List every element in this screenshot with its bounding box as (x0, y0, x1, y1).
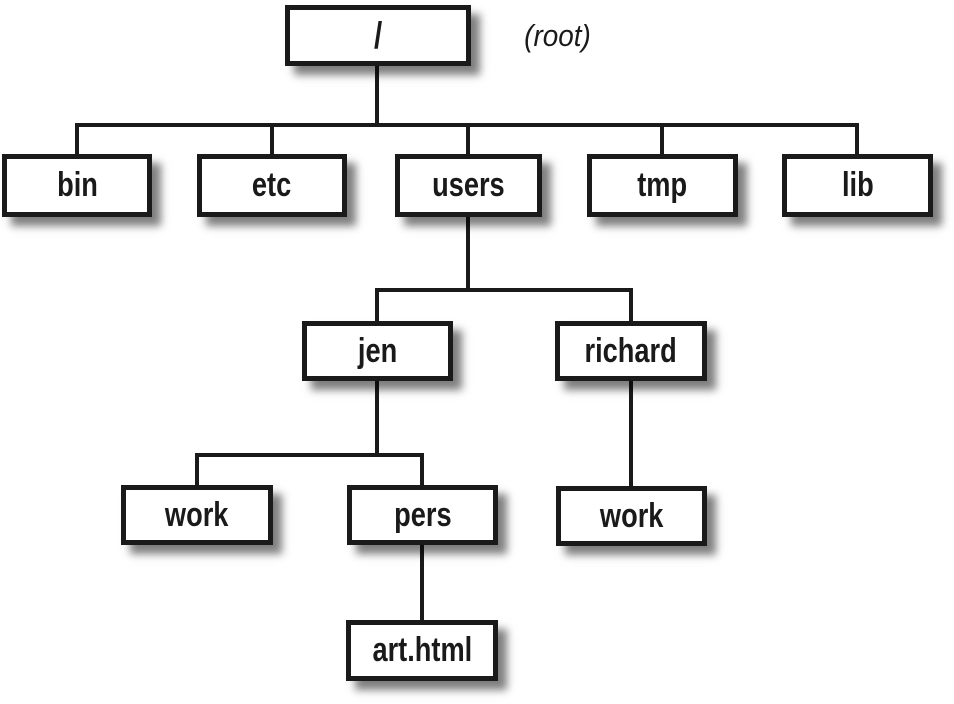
node-richard-label: richard (584, 331, 678, 370)
connector-stub-jen (375, 288, 379, 323)
node-root: / (285, 5, 471, 66)
root-annotation: (root) (524, 18, 591, 53)
node-pers: pers (347, 485, 498, 545)
node-tmp: tmp (587, 154, 738, 217)
node-jen: jen (302, 321, 453, 381)
node-pers-label: pers (393, 495, 452, 534)
node-users-label: users (432, 166, 505, 204)
node-users: users (395, 154, 542, 217)
node-root-label: / (373, 14, 383, 56)
connector-users-to-level3 (466, 214, 470, 290)
node-art-html-label: art.html (372, 631, 472, 669)
connector-stub-work-jen (195, 453, 199, 487)
connector-pers-to-arthtml (420, 542, 424, 622)
connector-stub-richard (629, 288, 633, 323)
node-work-under-richard: work (556, 486, 707, 546)
connector-level4-bar (195, 453, 424, 457)
node-etc-label: etc (252, 166, 292, 204)
connector-root-to-level2 (375, 63, 379, 127)
connector-stub-tmp (660, 123, 664, 156)
node-etc: etc (197, 154, 347, 217)
connector-stub-etc (270, 123, 274, 156)
node-richard: richard (555, 321, 707, 381)
connector-level3-bar (375, 288, 633, 292)
connector-jen-to-level4 (375, 378, 379, 455)
node-work-jen-label: work (165, 495, 229, 534)
node-bin-label: bin (56, 166, 98, 204)
node-lib-label: lib (841, 166, 874, 204)
node-work-under-jen: work (121, 485, 273, 545)
node-lib: lib (782, 154, 933, 217)
connector-stub-lib (855, 123, 859, 156)
node-tmp-label: tmp (637, 166, 688, 204)
node-work-richard-label: work (599, 496, 664, 535)
connector-stub-users (466, 123, 470, 156)
node-jen-label: jen (357, 331, 398, 370)
node-bin: bin (2, 154, 152, 217)
connector-richard-to-work (629, 378, 633, 488)
node-art-html: art.html (346, 620, 498, 681)
connector-stub-pers (420, 453, 424, 487)
connector-stub-bin (75, 123, 79, 156)
